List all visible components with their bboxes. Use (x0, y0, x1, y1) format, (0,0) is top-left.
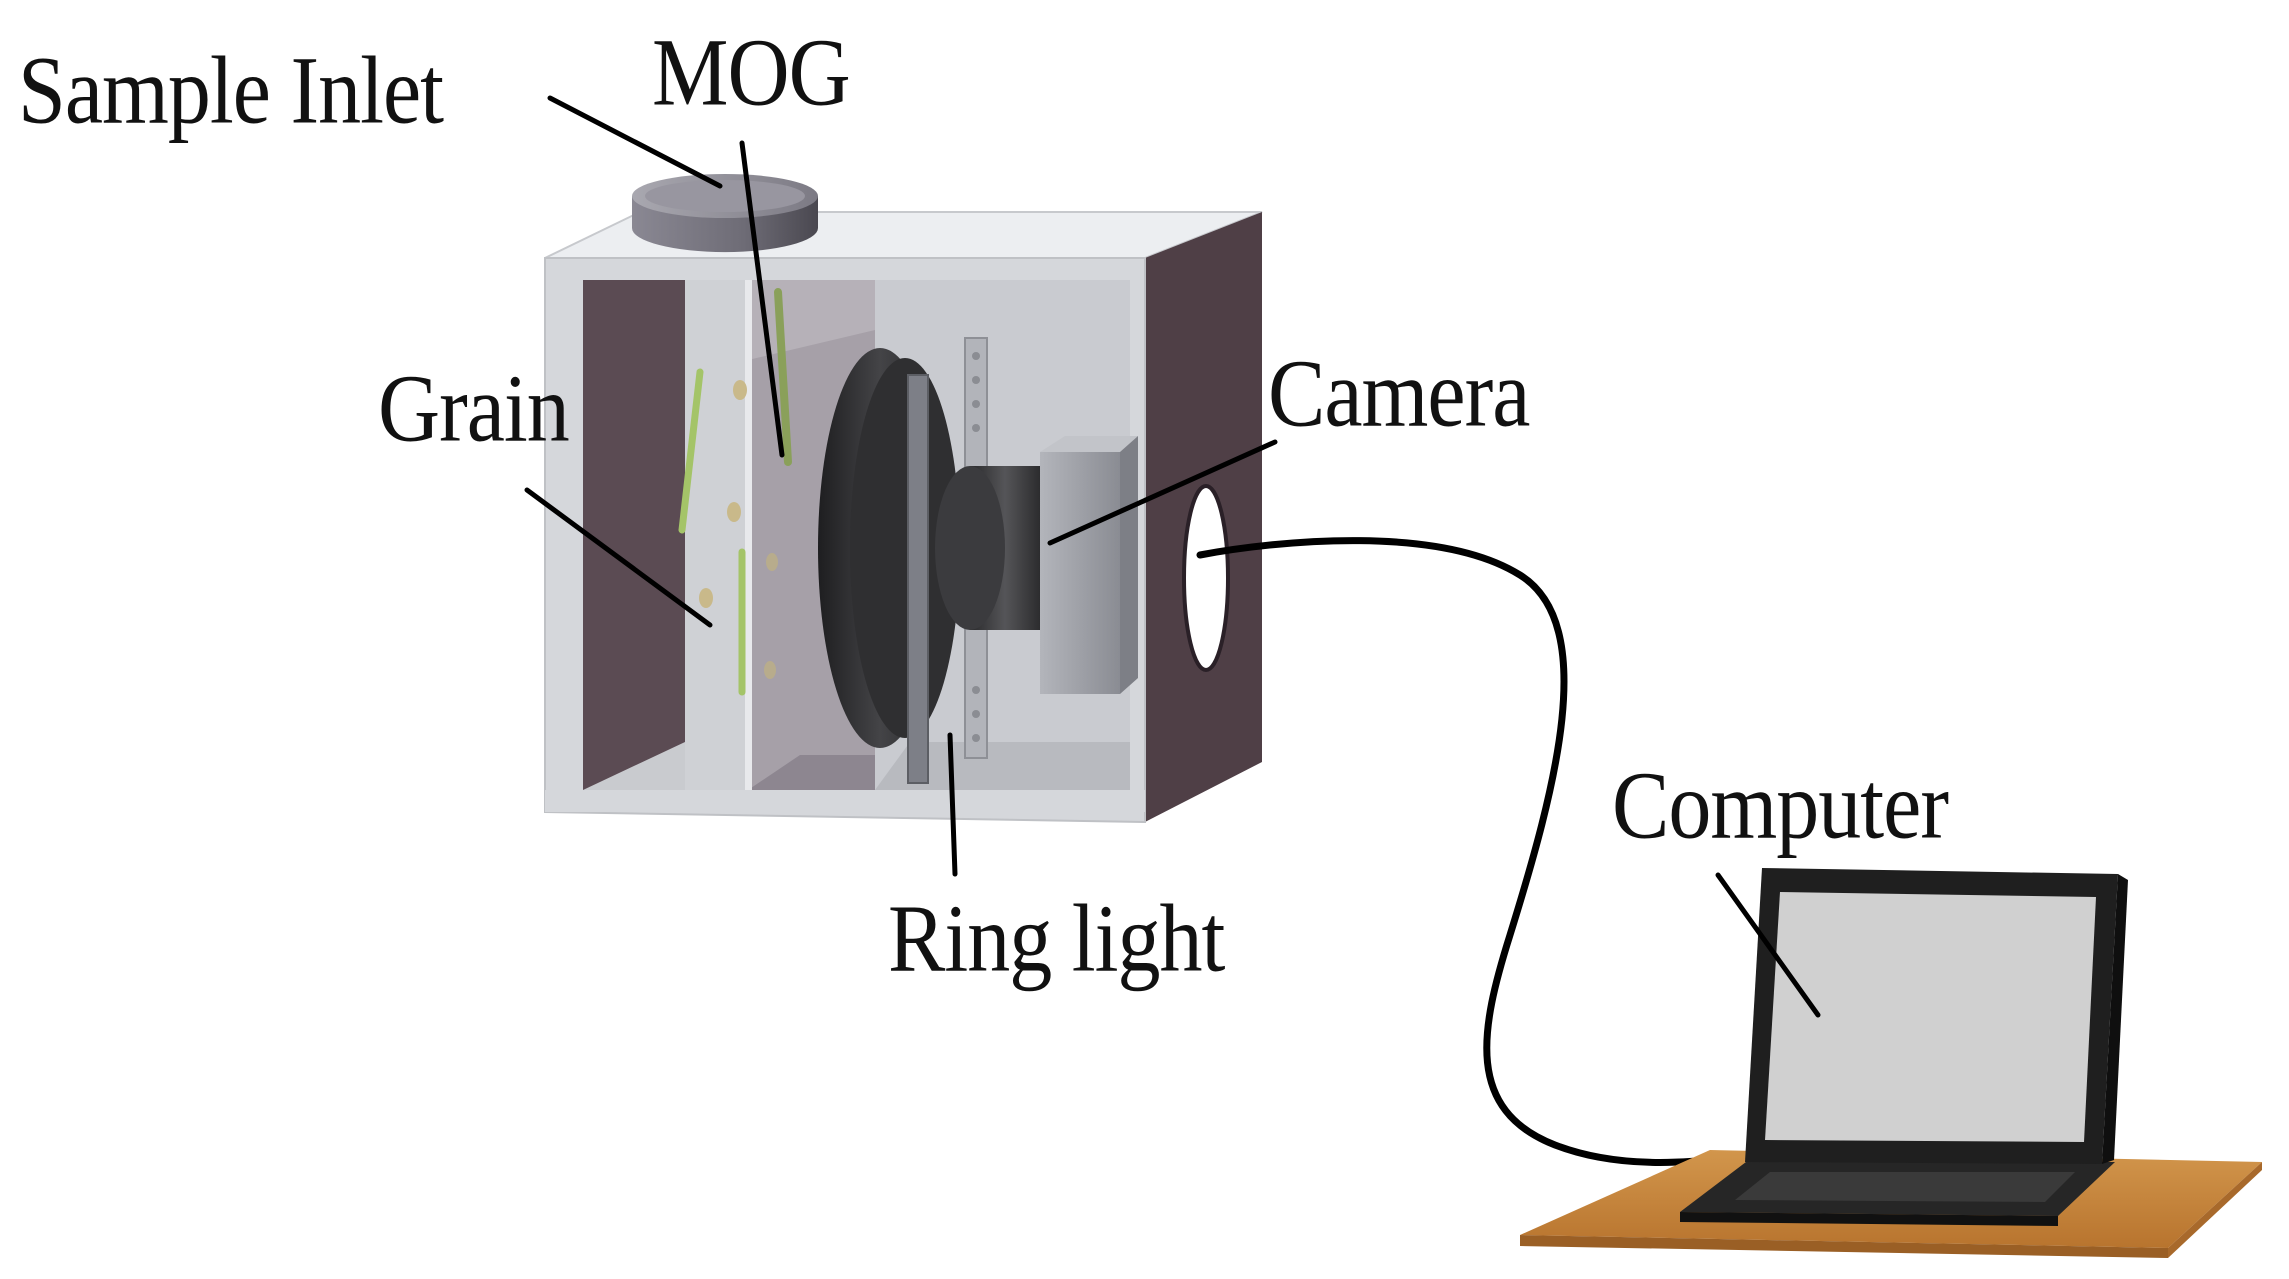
camera-body-side (1120, 436, 1138, 694)
rail-perforations (972, 352, 980, 742)
grain-seed (727, 502, 741, 522)
camera-label: Camera (1268, 339, 1530, 447)
ring-light-assembly (818, 337, 988, 784)
computer-setup (1520, 868, 2262, 1258)
grain-seed (699, 588, 713, 608)
grain-particles (678, 288, 792, 696)
ring-light-front (850, 358, 960, 738)
leader-lines (524, 95, 1821, 1018)
camera-body-top (1040, 436, 1138, 452)
divider-left (745, 280, 752, 790)
grain-chamber-window (685, 280, 748, 790)
mog-label: MOG (652, 18, 851, 126)
grain-seed (733, 380, 747, 400)
grain-seed (764, 661, 776, 679)
middle-chamber-floor (748, 755, 875, 790)
grain-stalk (774, 288, 792, 466)
table-edge-side (2168, 1162, 2262, 1258)
computer-leader (1715, 872, 1821, 1018)
ring-light-leader (947, 732, 958, 877)
sample-inlet-leader (547, 95, 723, 189)
grain-label: Grain (378, 354, 570, 462)
table-edge-front (1520, 1235, 2168, 1258)
camera-port-hole (1182, 484, 1230, 672)
laptop-keyboard (1735, 1172, 2075, 1202)
grain-seed (766, 553, 778, 571)
grain-stalk (678, 368, 704, 534)
front-bottom-rail (545, 790, 1145, 812)
camera-cable (1196, 537, 1734, 1166)
camera-lens-front (935, 466, 1005, 630)
laptop-screen (1765, 892, 2096, 1142)
camera-compartment-floor (875, 742, 1130, 790)
mog-leader (739, 140, 785, 458)
ring-light-bracket (907, 374, 929, 784)
grain-leader (524, 487, 713, 628)
grain-chamber-back-panel (583, 280, 685, 790)
camera-body (1040, 452, 1120, 694)
sample-inlet-label: Sample Inlet (18, 36, 444, 144)
ring-light-label: Ring light (888, 884, 1225, 992)
camera (935, 436, 1138, 694)
sample-inlet (632, 174, 818, 253)
sample-inlet-opening (645, 180, 805, 212)
laptop-lid-side (2102, 874, 2128, 1164)
laptop-base-front (1680, 1212, 2058, 1226)
computer-label: Computer (1612, 751, 1949, 859)
camera-leader (1047, 439, 1278, 546)
